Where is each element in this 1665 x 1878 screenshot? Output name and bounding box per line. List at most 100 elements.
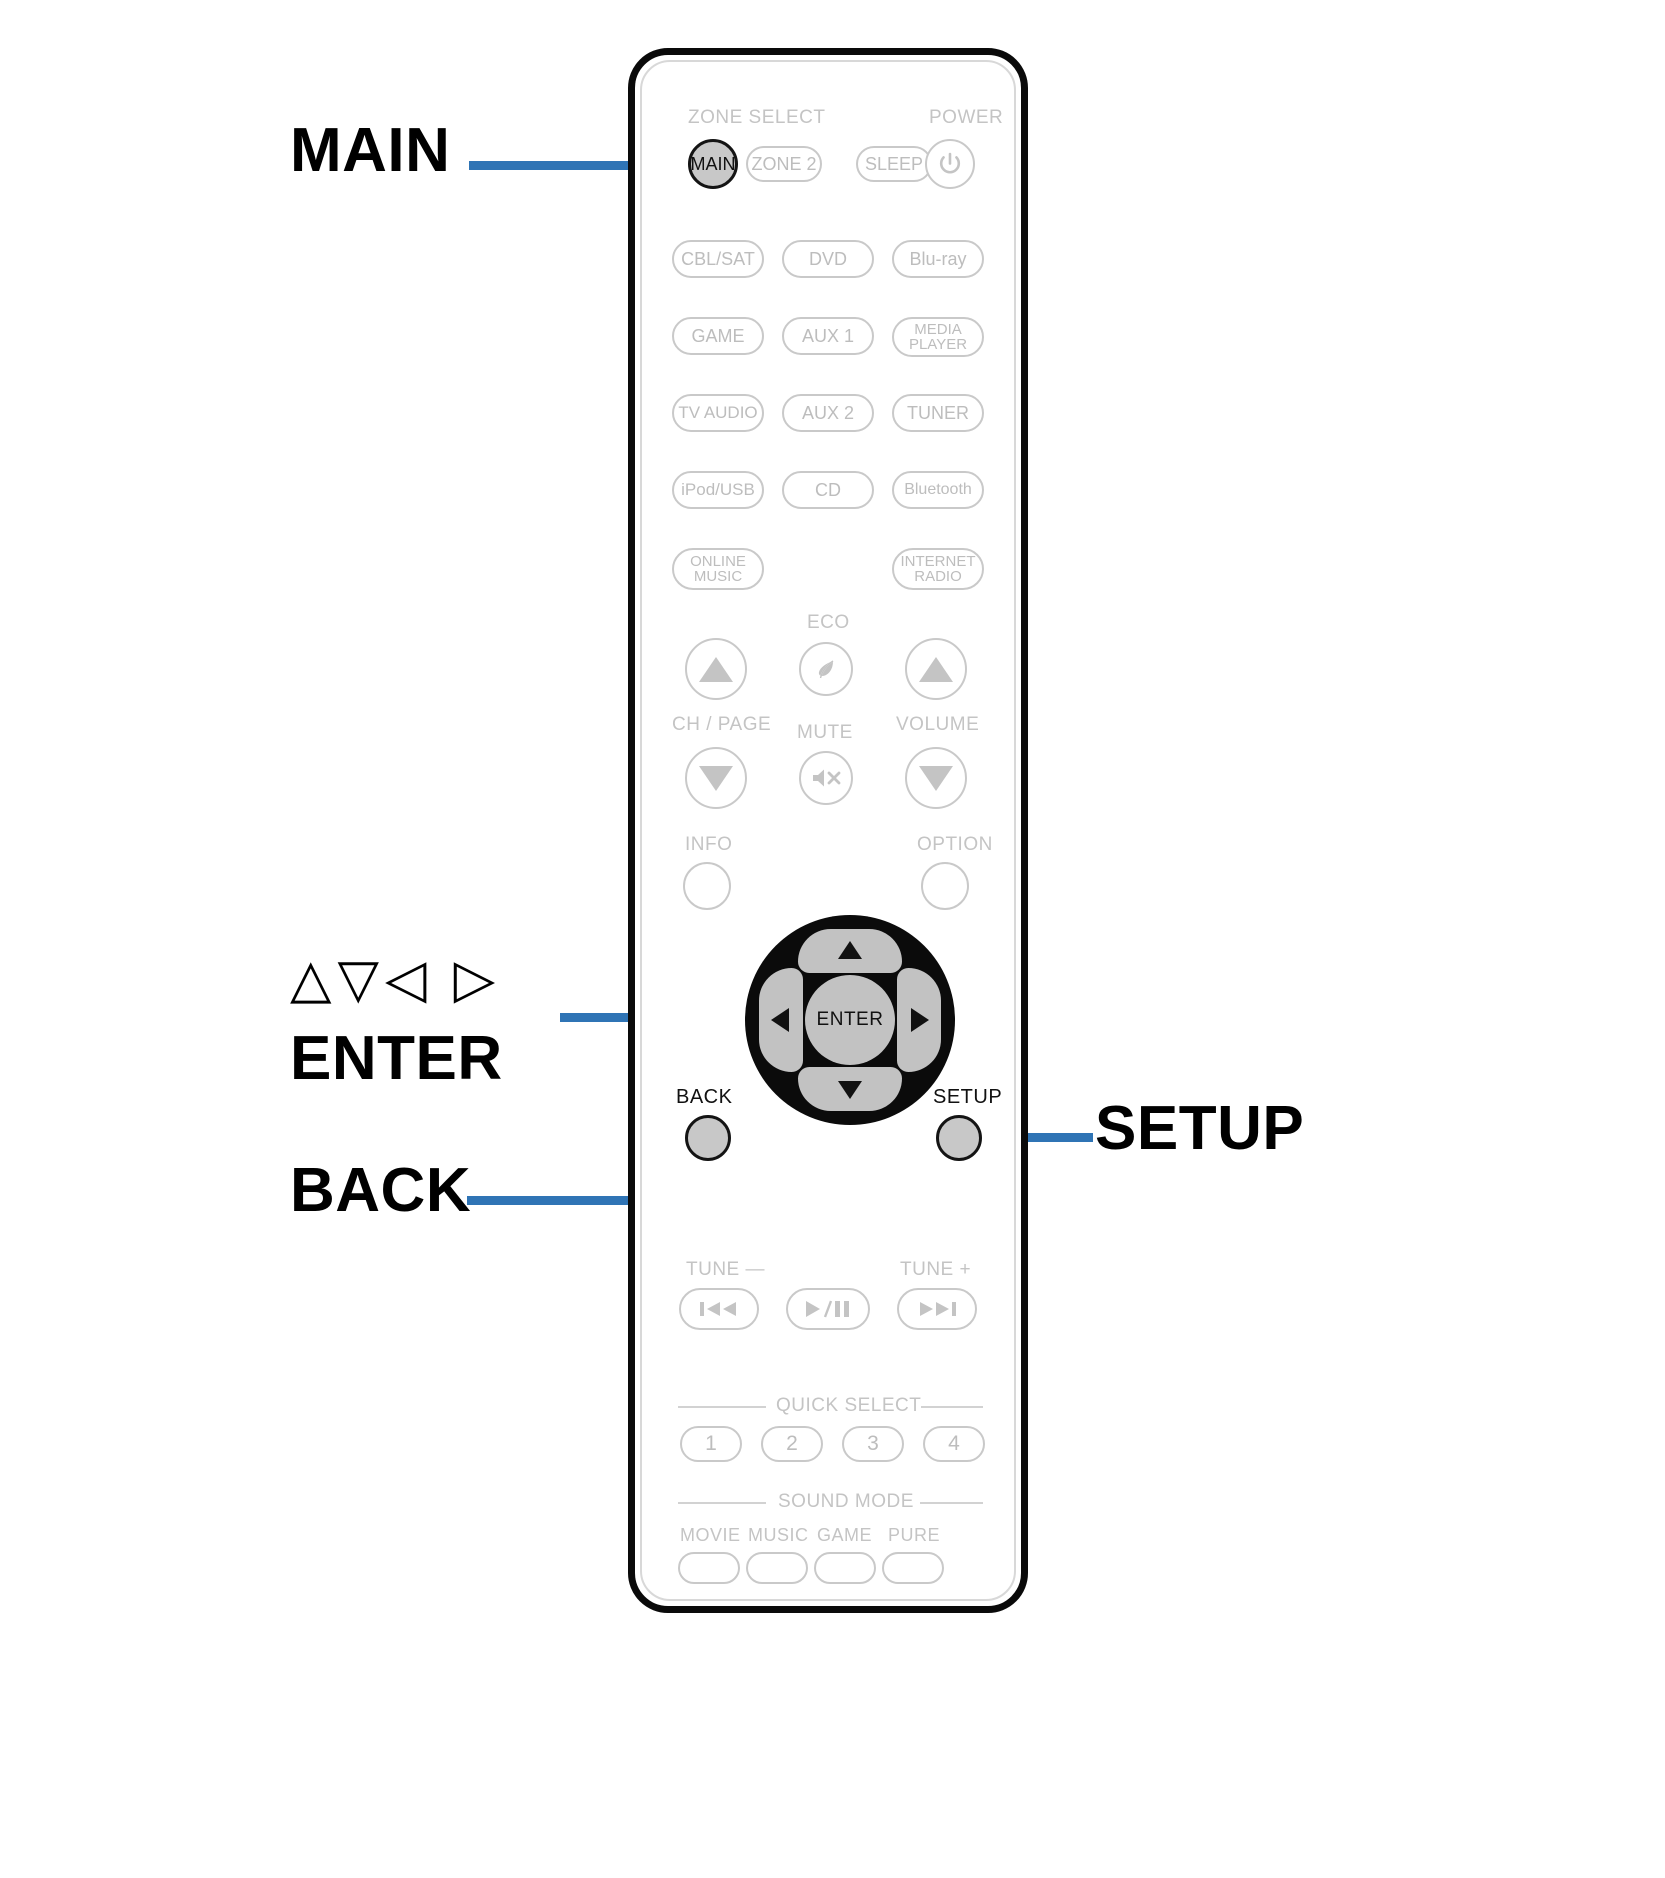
cursor-left-icon [771,1008,789,1032]
callout-label-main: MAIN [290,116,451,185]
game-mode-button[interactable] [814,1552,876,1584]
triangle-up-icon [919,656,953,682]
enter-button-label: ENTER [816,1009,884,1030]
game-source-button[interactable]: GAME [672,317,764,355]
pure-mode-button[interactable] [882,1552,944,1584]
callout-label-enter: ENTER [290,1024,503,1093]
mute-label: MUTE [797,722,853,743]
aux2-button[interactable]: AUX 2 [782,394,874,432]
sleep-button-label: SLEEP [864,153,924,174]
internet-radio-label-line2: RADIO [914,568,962,585]
power-icon [937,151,963,177]
zone2-button[interactable]: ZONE 2 [746,146,822,182]
quick-select-rule-right [921,1406,983,1408]
skip-forward-button[interactable] [897,1288,977,1330]
quick-select-2-button[interactable]: 2 [761,1426,823,1462]
skip-forward-icon [916,1300,958,1318]
sound-mode-label: SOUND MODE [778,1491,914,1512]
leader-line-main [469,161,701,170]
bluetooth-button[interactable]: Bluetooth [892,471,984,509]
cursor-right-icon [911,1008,929,1032]
cursor-down-icon [838,1081,862,1099]
power-button[interactable] [925,139,975,189]
setup-button[interactable] [936,1115,982,1161]
leaf-icon [811,654,841,684]
skip-backward-button[interactable] [679,1288,759,1330]
game-mode-label: GAME [817,1525,873,1545]
game-source-label: GAME [691,325,745,346]
tuner-button[interactable]: TUNER [892,394,984,432]
leader-line-back-horizontal [467,1196,673,1205]
online-music-label-line1: ONLINE [690,552,746,570]
media-player-button[interactable]: MEDIA PLAYER [892,317,984,357]
aux2-label: AUX 2 [801,402,855,423]
quick-select-1-label: 1 [705,1432,717,1456]
ipod-usb-label: iPod/USB [681,480,755,500]
volume-label: VOLUME [896,714,980,735]
power-label: POWER [929,107,1004,128]
bluray-button[interactable]: Blu-ray [892,240,984,278]
info-label: INFO [685,834,733,855]
quick-select-3-button[interactable]: 3 [842,1426,904,1462]
cd-button[interactable]: CD [782,471,874,509]
cbl-sat-label: CBL/SAT [681,248,755,269]
main-zone-button[interactable]: MAIN [688,139,738,189]
channel-page-up-button[interactable] [685,638,747,700]
play-pause-button[interactable] [786,1288,870,1330]
quick-select-1-button[interactable]: 1 [680,1426,742,1462]
sound-mode-rule-right [920,1502,983,1504]
cursor-up-icon [838,941,862,959]
remote-body-inner-outline [640,60,1016,1601]
tuner-label: TUNER [907,402,969,423]
option-button[interactable] [921,862,969,910]
tune-minus-label: TUNE — [686,1259,765,1280]
cd-label: CD [815,479,841,500]
eco-label: ECO [807,612,850,633]
ipod-usb-button[interactable]: iPod/USB [672,471,764,509]
tv-audio-button[interactable]: TV AUDIO [672,394,764,432]
bluray-label: Blu-ray [909,248,967,269]
quick-select-4-button[interactable]: 4 [923,1426,985,1462]
triangle-down-icon [919,765,953,791]
mute-button[interactable] [799,751,853,805]
zone-select-label: ZONE SELECT [688,107,826,128]
enter-button[interactable]: ENTER [805,975,895,1065]
tv-audio-label: TV AUDIO [678,403,758,423]
dvd-button[interactable]: DVD [782,240,874,278]
back-button-label: BACK [676,1086,733,1108]
eco-button[interactable] [799,642,853,696]
leader-line-setup [978,1133,1093,1142]
internet-radio-button[interactable]: INTERNET RADIO [892,548,984,590]
quick-select-2-label: 2 [786,1432,798,1456]
volume-down-button[interactable] [905,747,967,809]
channel-page-down-button[interactable] [685,747,747,809]
main-zone-button-label: MAIN [690,153,736,174]
media-player-label-line1: MEDIA [914,320,962,338]
setup-button-label: SETUP [933,1086,1003,1108]
cbl-sat-button[interactable]: CBL/SAT [672,240,764,278]
internet-radio-label-line1: INTERNET [900,552,976,570]
aux1-button[interactable]: AUX 1 [782,317,874,355]
back-button[interactable] [685,1115,731,1161]
quick-select-rule-left [678,1406,766,1408]
sleep-button[interactable]: SLEEP [856,146,932,182]
aux1-label: AUX 1 [801,325,855,346]
info-button[interactable] [683,862,731,910]
music-mode-button[interactable] [746,1552,808,1584]
triangle-up-icon [699,656,733,682]
cursor-pad[interactable]: ENTER [745,915,955,1125]
skip-backward-icon [698,1300,740,1318]
zone2-button-label: ZONE 2 [751,153,817,174]
ch-page-label: CH / PAGE [672,714,772,735]
quick-select-3-label: 3 [867,1432,879,1456]
online-music-button[interactable]: ONLINE MUSIC [672,548,764,590]
sound-mode-rule-left [678,1502,766,1504]
volume-up-button[interactable] [905,638,967,700]
triangle-down-icon [699,765,733,791]
movie-mode-button[interactable] [678,1552,740,1584]
media-player-label-line2: PLAYER [908,336,968,353]
callout-label-cursor: △▽◁ ▷ [290,949,502,1009]
pure-mode-label: PURE [888,1525,941,1545]
play-pause-icon [803,1299,853,1319]
